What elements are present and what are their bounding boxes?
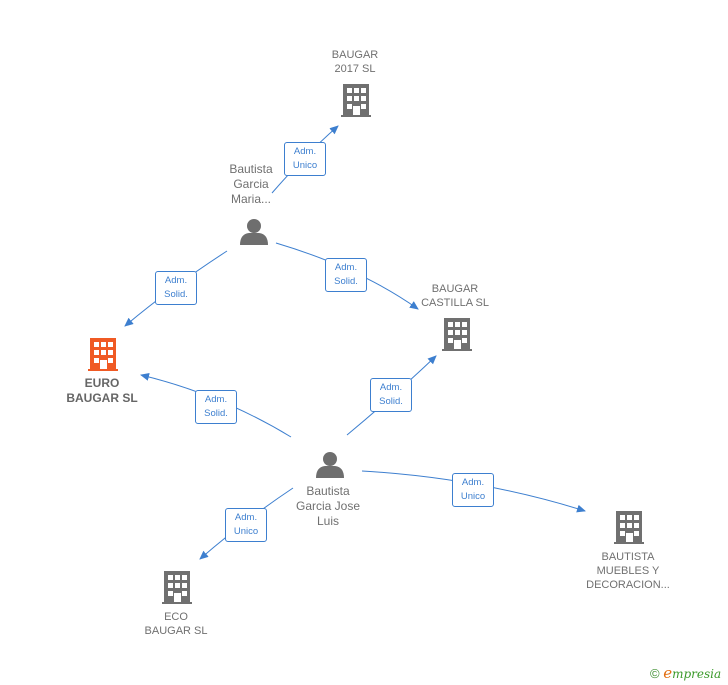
tag-line: Unico <box>233 526 259 537</box>
label-line: Garcia Jose <box>295 499 361 513</box>
copyright-notice: © empresia <box>650 664 721 682</box>
tag-line: Unico <box>292 160 318 171</box>
label-line: BAUGAR <box>331 49 379 61</box>
edge-tag-jose-eco-baugar[interactable]: Adm. Unico <box>225 508 267 542</box>
tag-line: Adm. <box>164 275 188 286</box>
person-label-jose-luis[interactable]: Bautista Garcia Jose Luis <box>276 484 380 529</box>
tag-line: Adm. <box>334 262 358 273</box>
building-icon[interactable] <box>341 84 371 117</box>
tag-line: Adm. <box>461 477 485 488</box>
tag-line: Solid. <box>204 408 228 419</box>
company-label-bautista-muebles[interactable]: BAUTISTA MUEBLES Y DECORACION... <box>572 550 684 592</box>
brand-initial: e <box>663 664 673 682</box>
edge-tag-jose-euro-baugar[interactable]: Adm. Solid. <box>195 390 237 424</box>
company-label-baugar-2017[interactable]: BAUGAR 2017 SL <box>305 48 405 76</box>
label-line: 2017 SL <box>334 63 376 75</box>
person-icon[interactable] <box>316 452 344 478</box>
person-label-maria[interactable]: Bautista Garcia Maria... <box>204 162 298 207</box>
label-line: BAUGAR SL <box>144 625 208 637</box>
edge-tag-maria-baugar-castilla[interactable]: Adm. Solid. <box>325 258 367 292</box>
label-line: DECORACION... <box>586 579 670 591</box>
company-label-eco-baugar[interactable]: ECO BAUGAR SL <box>126 610 226 638</box>
label-line: BAUGAR <box>431 283 479 295</box>
label-line: Luis <box>316 514 339 528</box>
building-icon[interactable] <box>162 571 192 604</box>
label-line: CASTILLA SL <box>421 297 489 309</box>
label-line: ECO <box>164 611 188 623</box>
tag-line: Unico <box>460 491 486 502</box>
label-line: BAUGAR SL <box>66 391 138 405</box>
label-line: EURO <box>84 376 120 390</box>
person-icon[interactable] <box>240 219 268 245</box>
label-line: Bautista <box>229 162 273 176</box>
building-icon-highlight[interactable] <box>88 338 118 371</box>
building-icon[interactable] <box>442 318 472 351</box>
edge-tag-jose-bautista-muebles[interactable]: Adm. Unico <box>452 473 494 507</box>
tag-line: Solid. <box>379 396 403 407</box>
copyright-symbol: © <box>650 666 660 681</box>
tag-line: Adm. <box>234 512 258 523</box>
edge-tag-jose-baugar-castilla[interactable]: Adm. Solid. <box>370 378 412 412</box>
label-line: Maria... <box>230 192 271 206</box>
edge-tag-maria-euro-baugar[interactable]: Adm. Solid. <box>155 271 197 305</box>
empresia-logo[interactable]: empresia <box>663 664 722 682</box>
tag-line: Adm. <box>293 146 317 157</box>
label-line: Bautista <box>306 484 350 498</box>
tag-line: Solid. <box>334 276 358 287</box>
brand-rest: mpresia <box>672 667 722 681</box>
tag-line: Adm. <box>204 394 228 405</box>
company-label-euro-baugar[interactable]: EURO BAUGAR SL <box>50 376 154 406</box>
tag-line: Adm. <box>379 382 403 393</box>
building-icon[interactable] <box>614 511 644 544</box>
label-line: BAUTISTA <box>601 551 655 563</box>
edge-tag-maria-baugar-2017[interactable]: Adm. Unico <box>284 142 326 176</box>
label-line: MUEBLES Y <box>596 565 660 577</box>
label-line: Garcia <box>233 177 269 191</box>
tag-line: Solid. <box>164 289 188 300</box>
company-label-baugar-castilla[interactable]: BAUGAR CASTILLA SL <box>405 282 505 310</box>
